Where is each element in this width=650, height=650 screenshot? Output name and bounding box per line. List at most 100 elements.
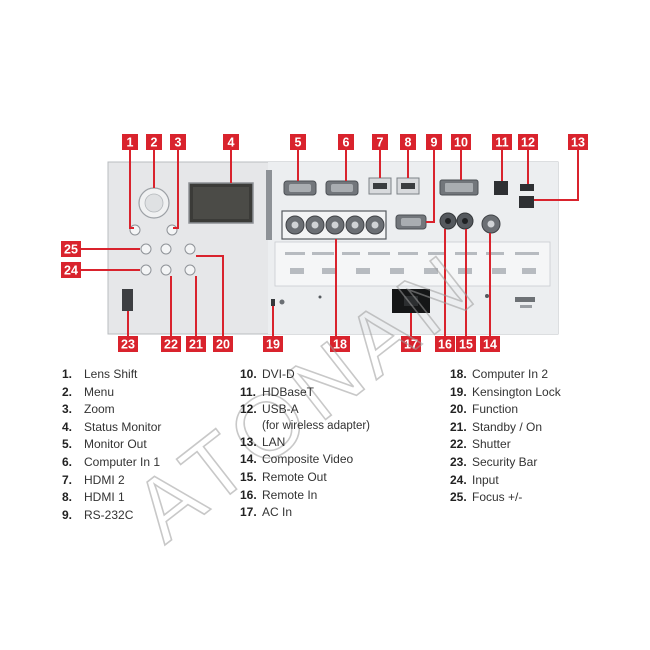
- legend-number: 11.: [240, 384, 257, 399]
- legend-number: 23.: [450, 454, 467, 469]
- callout-label-15: 15: [459, 338, 473, 352]
- label-strip-marks: [285, 252, 539, 274]
- legend-number: 21.: [450, 419, 467, 434]
- legend-text: Zoom: [84, 402, 115, 417]
- callout-label-13: 13: [571, 136, 585, 150]
- callout-badge-22: [161, 336, 181, 352]
- callout-4: 4: [223, 134, 239, 150]
- legend-item: 8.HDMI 1: [62, 489, 161, 507]
- legend-item: 3.Zoom: [62, 401, 161, 419]
- legend-item: 6.Computer In 1: [62, 454, 161, 472]
- legend-number: 4.: [62, 419, 73, 434]
- legend-text: LAN: [262, 434, 286, 449]
- callout-label-1: 1: [127, 136, 134, 150]
- callout-badge-17: [401, 336, 421, 352]
- lens-shift-joystick-inner: [144, 193, 164, 213]
- small-dot-2: [318, 295, 322, 299]
- computer-in-2-bnc-group: [281, 210, 387, 240]
- callout-badge-11: [492, 134, 512, 150]
- legend-item: 22.Shutter: [450, 436, 561, 454]
- callout-label-3: 3: [175, 136, 182, 150]
- callout-label-11: 11: [495, 136, 508, 150]
- callout-23: 23: [118, 336, 138, 352]
- connectors: [271, 177, 534, 313]
- legend-text: Input: [472, 472, 499, 487]
- callout-badge-15: [456, 336, 476, 352]
- legend-number: 10.: [240, 367, 257, 381]
- legend-text: Remote In: [262, 487, 318, 502]
- leader-lines: [80, 150, 579, 336]
- control-button-zoom: [166, 224, 178, 236]
- callout-badge-7: [372, 134, 388, 150]
- ac-in-socket: [392, 289, 430, 313]
- logo-mark: [515, 297, 535, 302]
- leader-9: [426, 150, 435, 223]
- callout-15: 15: [456, 336, 476, 352]
- legend-number: 14.: [240, 452, 257, 467]
- control-button-shutter: [160, 264, 172, 276]
- callout-badge-19: [263, 336, 283, 352]
- callout-label-8: 8: [405, 136, 412, 150]
- legend-text: Composite Video: [262, 452, 354, 467]
- callout-label-6: 6: [343, 136, 350, 150]
- legend-text: Computer In 2: [472, 367, 549, 381]
- callout-label-18: 18: [333, 338, 347, 352]
- legend-text: Status Monitor: [84, 419, 162, 434]
- panel-divider: [266, 170, 272, 240]
- legend-text: HDMI 1: [84, 490, 125, 505]
- callout-badge-10: [451, 134, 471, 150]
- legend-item: 1.Lens Shift: [62, 366, 161, 384]
- legend-text: DVI-D: [262, 367, 295, 381]
- legend-item: 20.Function: [450, 401, 561, 419]
- callout-badge-18: [330, 336, 350, 352]
- legend-text: Computer In 1: [84, 454, 161, 469]
- callout-badge-16: [435, 336, 455, 352]
- callout-label-7: 7: [377, 136, 384, 150]
- callout-badge-20: [213, 336, 233, 352]
- legend-item: 9.RS-232C: [62, 507, 161, 525]
- callout-badge-12: [518, 134, 538, 150]
- hdmi-1-port: [396, 177, 420, 195]
- legend-number: 19.: [450, 384, 467, 399]
- callout-25: 25: [61, 241, 81, 257]
- callout-label-20: 20: [216, 338, 230, 352]
- legend-number: 5.: [62, 437, 73, 452]
- callout-16: 16: [435, 336, 455, 352]
- callout-label-9: 9: [431, 136, 438, 150]
- callout-11: 11: [492, 134, 512, 150]
- callout-1: 1: [122, 134, 138, 150]
- control-button-standby: [184, 264, 196, 276]
- legend-text: Function: [472, 402, 519, 417]
- callout-label-23: 23: [121, 338, 135, 352]
- callout-5: 5: [290, 134, 306, 150]
- legend-item: 7.HDMI 2: [62, 472, 161, 490]
- callout-24: 24: [61, 262, 81, 278]
- callout-22: 22: [161, 336, 181, 352]
- remote-in-jack: [439, 212, 457, 230]
- callout-badge-6: [338, 134, 354, 150]
- legend-number: 16.: [240, 487, 257, 502]
- callout-19: 19: [263, 336, 283, 352]
- callout-badge-14: [480, 336, 500, 352]
- callout-21: 21: [186, 336, 206, 352]
- lan-port: [519, 196, 534, 208]
- legend-item: 19.Kensington Lock: [450, 384, 561, 402]
- legend-text: (for wireless adapter): [262, 419, 371, 432]
- callout-badge-21: [186, 336, 206, 352]
- leader-3: [173, 150, 179, 229]
- legend-text: Menu: [84, 384, 115, 399]
- callout-13: 13: [568, 134, 588, 150]
- callout-label-24: 24: [64, 264, 78, 278]
- legend-item: 23.Security Bar: [450, 454, 561, 472]
- callout-20: 20: [213, 336, 233, 352]
- legend-text: Shutter: [472, 437, 511, 452]
- legend-text: RS-232C: [84, 507, 134, 522]
- callout-7: 7: [372, 134, 388, 150]
- composite-video-jack: [481, 214, 501, 234]
- legend-number: 12.: [240, 402, 257, 417]
- callout-label-10: 10: [454, 136, 468, 150]
- legend-number: 25.: [450, 490, 467, 505]
